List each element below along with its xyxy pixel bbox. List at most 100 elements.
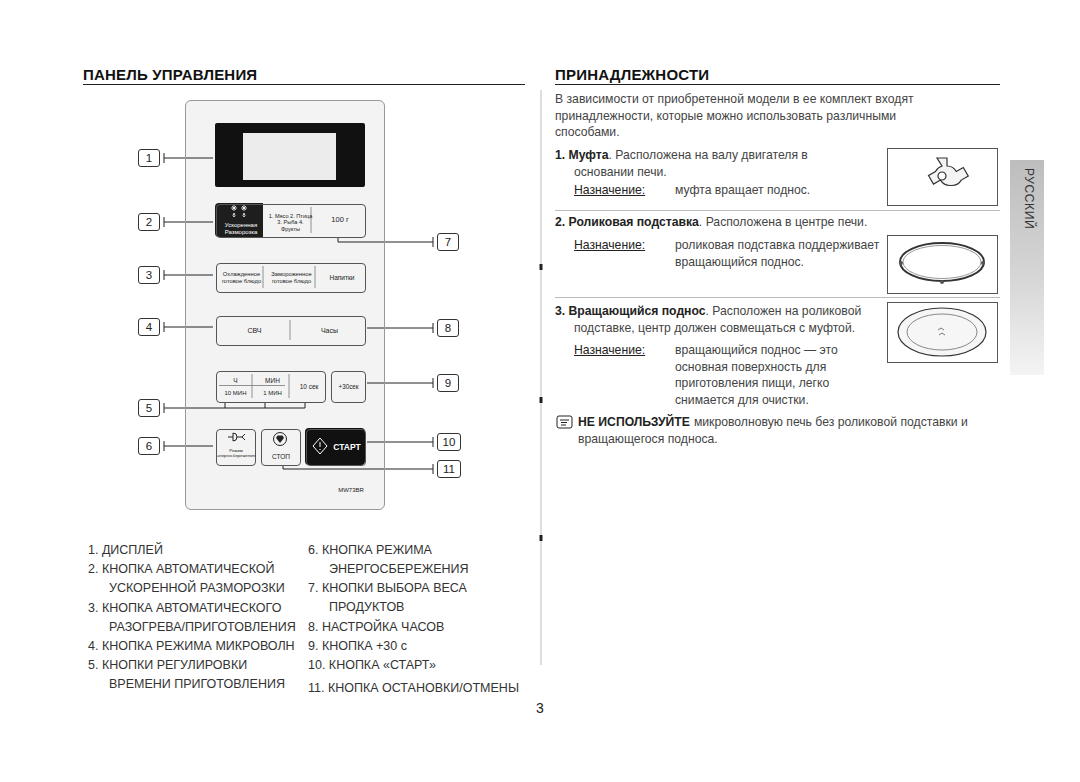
divider-mark <box>540 264 543 270</box>
button-separator <box>263 266 264 288</box>
purpose-text: муфта вращает поднос. <box>675 182 875 199</box>
tray-picture-frame <box>888 303 998 363</box>
callout-number: 8 <box>437 319 459 337</box>
legend-list-item: 9. КНОПКА +30 с <box>308 637 533 656</box>
language-tab-fill <box>1010 160 1044 375</box>
section-heading: ПАНЕЛЬ УПРАВЛЕНИЯ <box>83 66 383 83</box>
tray-picture <box>898 308 986 356</box>
roller-ring-picture-frame <box>888 236 998 294</box>
accessory-text: 3. Вращающийся поднос. Расположен на рол… <box>555 303 885 336</box>
legend-list-item: 6. КНОПКА РЕЖИМА ЭНЕРГОСБЕРЕЖЕНИЯ <box>308 541 533 579</box>
purpose-text: роликовая подставка поддерживает вращающ… <box>675 237 883 270</box>
button-separator <box>252 374 253 398</box>
button-separator <box>289 374 290 398</box>
callout-number: 10 <box>437 433 461 451</box>
defrost-button: Ускоренная Разморозка1. Мясо 2. Птица 3.… <box>216 204 366 238</box>
start-button-fill <box>305 428 365 465</box>
eco-plug-icon <box>228 433 245 441</box>
plus30-button: +30сек <box>331 371 366 403</box>
microwave-clock-button: СВЧЧасы <box>216 316 366 346</box>
legend-list-item: 3. КНОПКА АВТОМАТИЧЕСКОГО РАЗОГРЕВА/ПРИГ… <box>88 599 303 637</box>
legend-list-item: 3. КНОПКА АВТОМАТИЧЕСКОГО РАЗОГРЕВА/ПРИГ… <box>88 601 296 634</box>
callout-number: 8 <box>445 322 451 334</box>
button-label: 10 сек <box>291 383 327 390</box>
time-buttons: Ч 10 МИНМИН 1 МИН10 сек <box>216 371 326 403</box>
callout-number: 5 <box>146 402 152 414</box>
purpose-text: роликовая подставка поддерживает вращающ… <box>675 238 879 269</box>
start-icon <box>313 438 327 454</box>
purpose-label: Назначение: <box>574 343 645 357</box>
intro-text: В зависимости от приобретенной модели в … <box>555 92 914 139</box>
callout-number: 4 <box>146 321 152 333</box>
accessory-text: 2. Роликовая подставка <box>555 215 699 229</box>
leader-lines <box>164 153 433 474</box>
callout-number: 1 <box>146 152 152 164</box>
legend-list-item: 7. КНОПКИ ВЫБОРА ВЕСА ПРОДУКТОВ <box>308 581 467 614</box>
button-label: Охлажденное готовое блюдо <box>219 271 264 284</box>
callout-number: 10 <box>443 436 456 448</box>
accessory-text: . Расположена на валу двигателя в основа… <box>574 148 808 179</box>
button-separator <box>290 320 291 340</box>
page-number: 3 <box>536 700 544 716</box>
purpose-label: Назначение: <box>574 183 645 197</box>
start-button: СТАРТ <box>306 429 366 466</box>
accessory-text: 1. Муфта. Расположена на валу двигателя … <box>555 147 827 180</box>
callout-number: 2 <box>138 213 160 231</box>
callout-number: 7 <box>445 236 451 248</box>
display-window <box>243 133 336 180</box>
button-label: Ч <box>217 377 254 384</box>
button-label: +30сек <box>332 383 365 390</box>
warning-note: НЕ ИСПОЛЬЗУЙТЕмикроволновую печь без рол… <box>578 414 1008 447</box>
heading-rule <box>83 84 525 85</box>
button-label: MW73BR <box>326 487 376 494</box>
button-label: 1 МИН <box>254 390 291 397</box>
button-label: МИН <box>254 377 291 384</box>
panel-housing <box>185 100 385 510</box>
button-label: СТАРТ <box>329 443 365 453</box>
page-number: 3 <box>530 700 550 716</box>
legend-list-item: 5. КНОПКИ РЕГУЛИРОВКИ ВРЕМЕНИ ПРИГОТОВЛЕ… <box>88 656 303 694</box>
button-label: СТОП <box>262 453 300 460</box>
callout-number: 3 <box>138 266 160 284</box>
accessory-text: 1. Муфта <box>555 148 609 162</box>
button-label: РУССКИЙ <box>1021 168 1035 229</box>
divider-mark <box>540 535 543 541</box>
callout-number: 11 <box>437 460 461 478</box>
purpose-label: Назначение: <box>574 238 645 252</box>
purpose-label: Назначение: <box>574 237 670 254</box>
callout-number: 6 <box>146 440 152 452</box>
purpose-text: вращающийся поднос — это основная поверх… <box>675 342 855 408</box>
callout-number: 4 <box>138 318 160 336</box>
roller-ring-picture <box>899 243 985 284</box>
intro-text: В зависимости от приобретенной модели в … <box>555 91 935 141</box>
divider-mark <box>540 397 543 403</box>
coupler-picture-frame <box>888 149 998 206</box>
callout-number: 2 <box>146 216 152 228</box>
column-divider <box>541 90 542 665</box>
coupler-picture <box>929 158 969 186</box>
legend-list-item: 10. КНОПКА «СТАРТ» <box>308 658 436 672</box>
button-label: 10 МИН <box>217 390 254 397</box>
callout-number: 9 <box>437 374 459 392</box>
accessory-text: 2. Роликовая подставка. Расположена в це… <box>555 214 935 231</box>
legend-list-item: 2. КНОПКА АВТОМАТИЧЕСКОЙ УСКОРЕННОЙ РАЗМ… <box>88 560 303 598</box>
purpose-label: Назначение: <box>574 342 670 359</box>
eco-button: Режим энергосбережения <box>216 429 256 466</box>
legend-list-item: 11. КНОПКА ОСТАНОВКИ/ОТМЕНЫ <box>308 681 519 695</box>
callout-number: 1 <box>138 149 160 167</box>
purpose-label: Назначение: <box>574 182 670 199</box>
callout-number: 3 <box>146 269 152 281</box>
legend-list-item: 5. КНОПКИ РЕГУЛИРОВКИ ВРЕМЕНИ ПРИГОТОВЛЕ… <box>88 658 285 691</box>
reheat-button: Охлажденное готовое блюдоЗамороженное го… <box>216 263 366 293</box>
legend-list-item: 8. НАСТРОЙКА ЧАСОВ <box>308 618 533 637</box>
button-separator <box>311 207 312 233</box>
legend-list-item: 6. КНОПКА РЕЖИМА ЭНЕРГОСБЕРЕЖЕНИЯ <box>308 543 469 576</box>
legend-list-item: 1. ДИСПЛЕЙ <box>88 541 303 560</box>
button-label: Режим энергосбережения <box>217 448 255 458</box>
callout-number: 6 <box>138 437 160 455</box>
button-label: Замороженное готовое блюдо <box>267 271 316 284</box>
legend-list-item: 9. КНОПКА +30 с <box>308 639 407 653</box>
callout-number: 5 <box>138 399 160 417</box>
callout-number: 11 <box>443 463 455 475</box>
legend-list-item: 11. КНОПКА ОСТАНОВКИ/ОТМЕНЫ <box>308 679 533 698</box>
